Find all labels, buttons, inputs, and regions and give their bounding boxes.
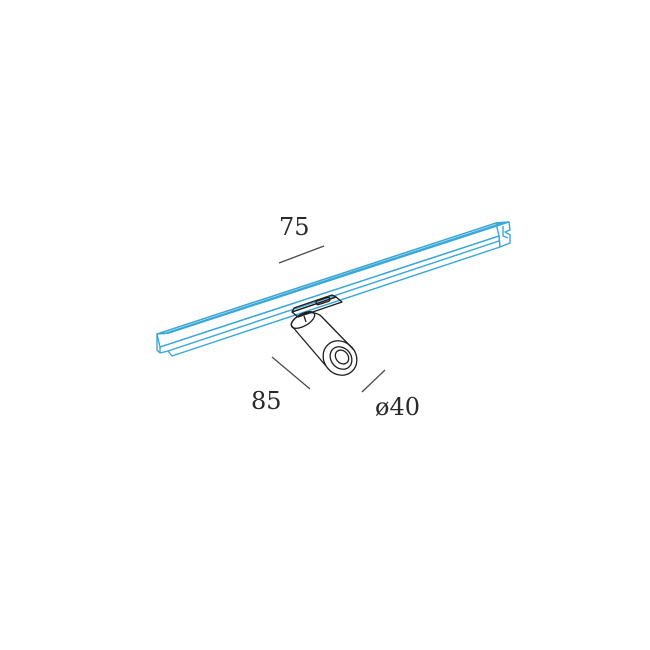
adapter-slot (315, 296, 331, 306)
spotlight-back-end (290, 311, 316, 329)
spotlight-lens (329, 346, 353, 370)
dimension-line-diameter (361, 369, 386, 393)
spotlight (290, 294, 358, 376)
spotlight-body (290, 312, 355, 367)
track-rail (156, 221, 511, 357)
spotlight-stem (303, 315, 307, 323)
spotlight-adapter-top (291, 294, 337, 313)
spotlight-lens-inner (334, 349, 350, 365)
rail-left-lip (156, 334, 161, 354)
dimension-label-width: 75 (279, 213, 310, 241)
spotlight-front-rim (322, 340, 358, 376)
dimension-label-length: 85 (251, 387, 282, 415)
rail-end-cap (495, 221, 511, 248)
dimension-line-length (271, 356, 311, 390)
dimension-label-diameter: ø40 (375, 393, 420, 421)
rail-top-inner-edge (162, 222, 503, 335)
rail-end-cap-inner (502, 226, 509, 239)
dimension-line-width (278, 245, 325, 264)
